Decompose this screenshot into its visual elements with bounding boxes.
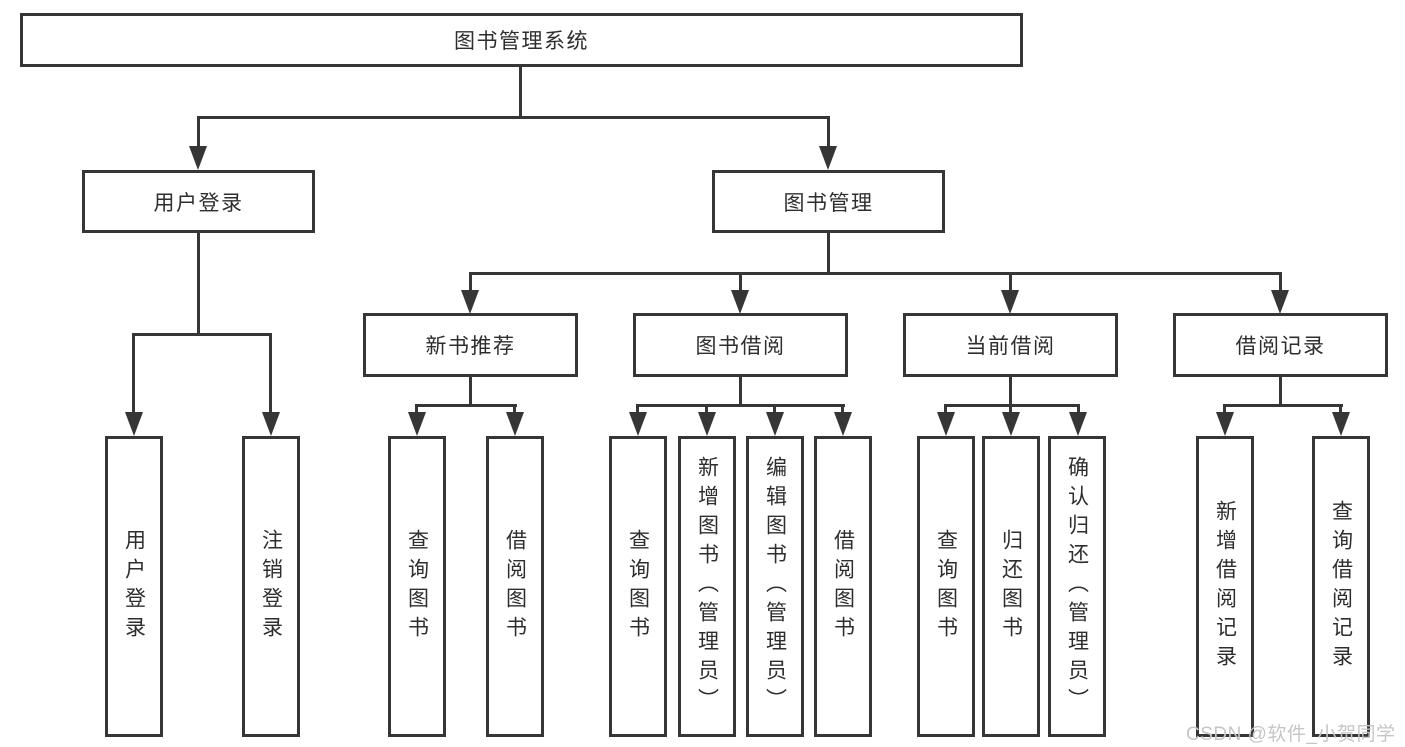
connector-drop [636, 404, 639, 417]
leaf-add-borrow-record: 新增借阅记录 [1196, 436, 1254, 737]
connector-drop [705, 404, 708, 417]
leaf-query-books-bb: 查询图书 [609, 436, 667, 737]
leaf-confirm-return-admin-label: 确认归还（管理员） [1065, 456, 1089, 717]
node-user-login-label: 用户登录 [153, 191, 244, 215]
arrow-down-icon [125, 412, 143, 436]
connector-drop [1009, 404, 1012, 417]
leaf-confirm-return-admin: 确认归还（管理员） [1048, 436, 1106, 737]
connector-drop [132, 333, 135, 417]
node-current-borrowing-label: 当前借阅 [965, 335, 1056, 358]
node-new-book-recommend: 新书推荐 [363, 313, 578, 377]
arrow-down-icon [629, 412, 647, 436]
leaf-query-books-nb: 查询图书 [388, 436, 446, 737]
node-root: 图书管理系统 [20, 13, 1023, 67]
leaf-borrow-books-nb-label: 借阅图书 [503, 528, 527, 645]
arrow-down-icon [698, 412, 716, 436]
connector-drop [513, 404, 516, 417]
node-user-login: 用户登录 [82, 170, 315, 233]
connector-drop [944, 404, 947, 417]
connector-drop [739, 272, 742, 294]
leaf-query-books-bb-label: 查询图书 [626, 528, 650, 645]
connector-bar [415, 404, 517, 407]
leaf-query-borrow-record: 查询借阅记录 [1312, 436, 1370, 737]
leaf-query-books-cb: 查询图书 [917, 436, 975, 737]
connector-bar [132, 333, 272, 336]
connector-bar [197, 116, 830, 119]
connector-drop [841, 404, 844, 417]
leaf-return-books: 归还图书 [982, 436, 1040, 737]
connector-stem [1279, 377, 1282, 406]
node-root-label: 图书管理系统 [454, 30, 589, 53]
node-book-borrowing: 图书借阅 [633, 313, 848, 377]
node-borrowing-records: 借阅记录 [1173, 313, 1388, 377]
arrow-down-icon [1002, 412, 1020, 436]
leaf-add-borrow-record-label: 新增借阅记录 [1213, 499, 1237, 674]
connector-bar [469, 272, 1282, 275]
arrow-down-icon [189, 146, 207, 170]
connector-drop [1223, 404, 1226, 417]
arrow-down-icon [1332, 412, 1350, 436]
leaf-user-login-label: 用户登录 [122, 528, 146, 645]
connector-stem [1009, 377, 1012, 406]
arrow-down-icon [731, 290, 749, 314]
leaf-logout-label: 注销登录 [259, 528, 283, 645]
node-current-borrowing: 当前借阅 [903, 313, 1118, 377]
connector-drop [1009, 272, 1012, 294]
connector-bar [944, 404, 1080, 407]
node-borrowing-records-label: 借阅记录 [1235, 335, 1326, 358]
connector-drop [1077, 404, 1080, 417]
node-book-management-label: 图书管理 [783, 191, 874, 215]
leaf-borrow-books-nb: 借阅图书 [486, 436, 544, 737]
leaf-user-login: 用户登录 [105, 436, 163, 737]
leaf-edit-books-admin-label: 编辑图书（管理员） [763, 456, 787, 717]
connector-stem [197, 233, 200, 335]
connector-drop [1339, 404, 1342, 417]
leaf-return-books-label: 归还图书 [999, 528, 1023, 645]
connector-stem [739, 377, 742, 406]
connector-drop [197, 116, 200, 150]
node-new-book-recommend-label: 新书推荐 [425, 335, 516, 358]
arrow-down-icon [1069, 412, 1087, 436]
leaf-logout: 注销登录 [242, 436, 300, 737]
arrow-down-icon [834, 412, 852, 436]
arrow-down-icon [461, 290, 479, 314]
connector-drop [1279, 272, 1282, 294]
node-book-management: 图书管理 [712, 170, 945, 233]
leaf-add-books-admin: 新增图书（管理员） [678, 436, 736, 737]
leaf-query-books-nb-label: 查询图书 [405, 528, 429, 645]
connector-stem [827, 233, 830, 274]
connector-drop [269, 333, 272, 417]
leaf-borrow-books-bb: 借阅图书 [814, 436, 872, 737]
leaf-query-borrow-record-label: 查询借阅记录 [1329, 499, 1353, 674]
leaf-add-books-admin-label: 新增图书（管理员） [695, 456, 719, 717]
connector-stem [469, 377, 472, 406]
arrow-down-icon [1271, 290, 1289, 314]
arrow-down-icon [1216, 412, 1234, 436]
connector-bar [636, 404, 845, 407]
arrow-down-icon [766, 412, 784, 436]
arrow-down-icon [408, 412, 426, 436]
leaf-borrow-books-bb-label: 借阅图书 [831, 528, 855, 645]
arrow-down-icon [1001, 290, 1019, 314]
leaf-edit-books-admin: 编辑图书（管理员） [746, 436, 804, 737]
leaf-query-books-cb-label: 查询图书 [934, 528, 958, 645]
arrow-down-icon [506, 412, 524, 436]
connector-bar [1223, 404, 1343, 407]
arrow-down-icon [937, 412, 955, 436]
connector-drop [415, 404, 418, 417]
connector-stem [519, 67, 522, 117]
connector-drop [827, 116, 830, 150]
arrow-down-icon [819, 146, 837, 170]
connector-drop [773, 404, 776, 417]
watermark: CSDN @软件_小贺同学 [1186, 724, 1396, 745]
connector-drop [469, 272, 472, 294]
node-book-borrowing-label: 图书借阅 [695, 335, 786, 358]
arrow-down-icon [262, 412, 280, 436]
